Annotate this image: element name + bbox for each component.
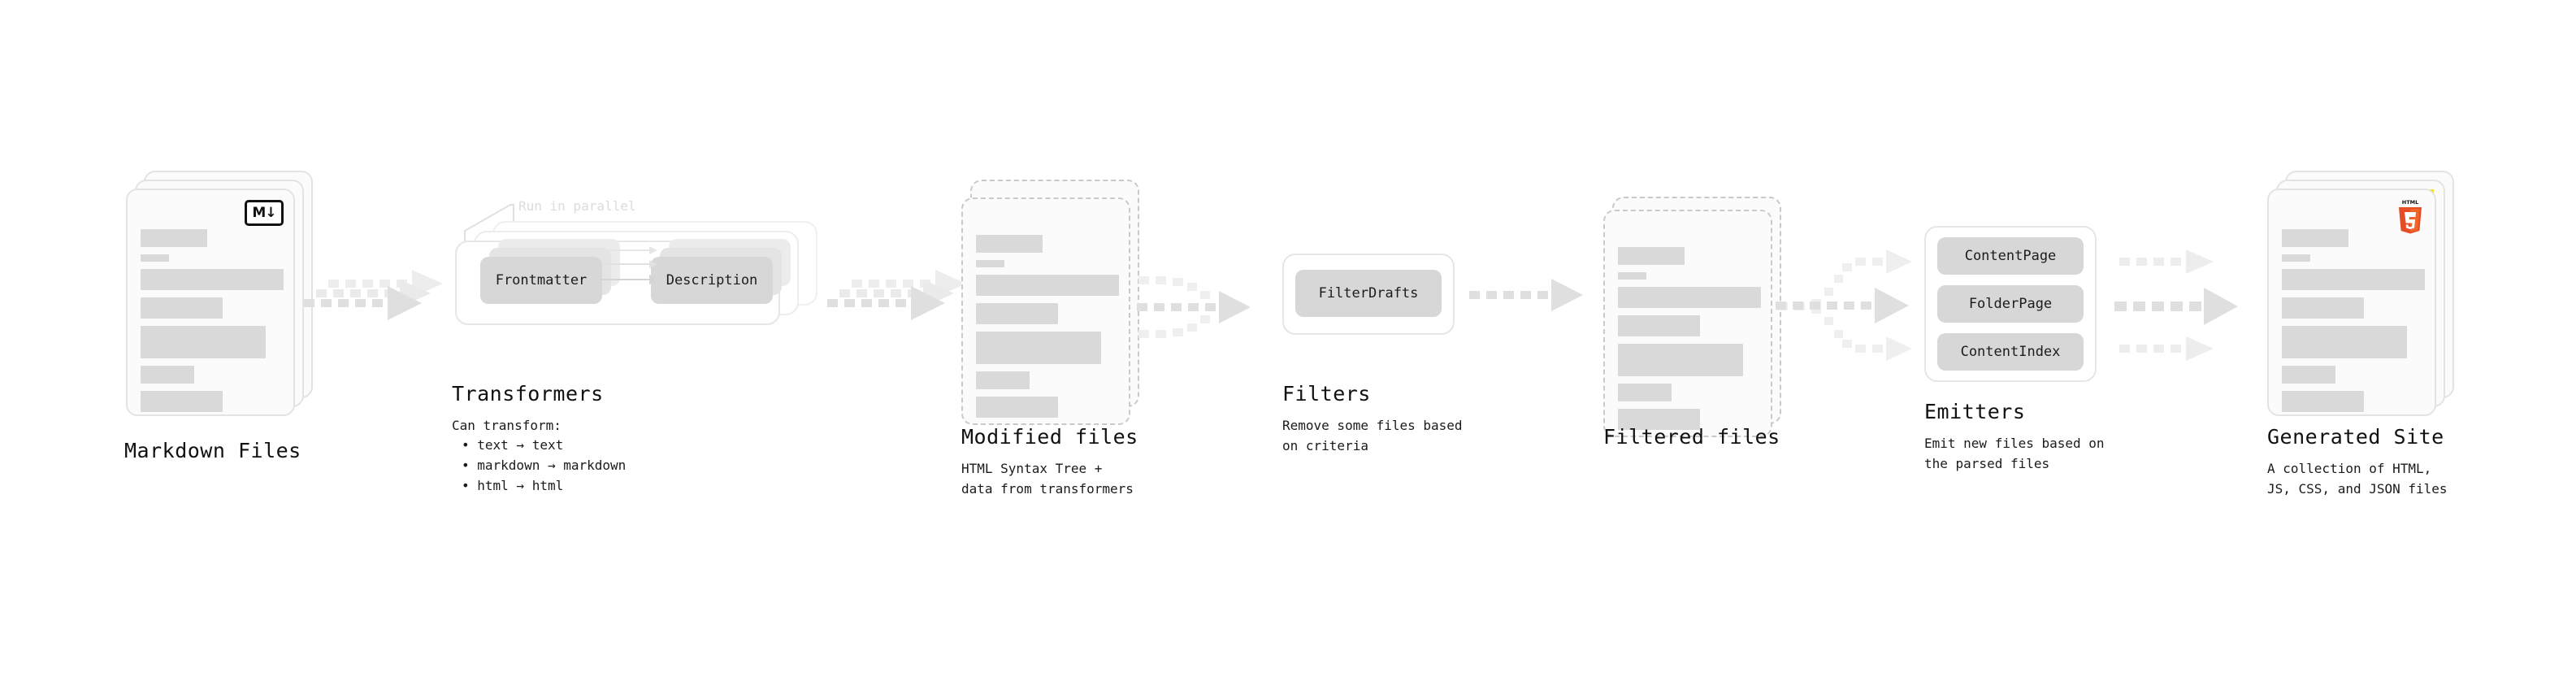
doc-bar xyxy=(141,297,223,319)
doc-bar xyxy=(2282,366,2335,384)
modified-files-description: HTML Syntax Tree + data from transformer… xyxy=(961,461,1134,497)
filters-description: Remove some files based on criteria xyxy=(1282,418,1463,453)
bullet-text: markdown → markdown xyxy=(477,457,627,473)
doc-placeholder-lines xyxy=(976,235,1119,423)
doc-bar xyxy=(976,260,1004,267)
doc-bar xyxy=(1618,287,1761,308)
emitters-description: Emit new files based on the parsed files xyxy=(1924,436,2105,471)
connector-transformers-to-modified xyxy=(827,268,974,349)
filtered-file-front xyxy=(1603,210,1772,437)
doc-placeholder-lines xyxy=(141,229,284,414)
connector-modified-to-filters xyxy=(1137,267,1283,356)
transformers-bullet-0: • text → text xyxy=(462,437,564,453)
doc-bar xyxy=(2282,297,2364,319)
svg-text:HTML: HTML xyxy=(2402,199,2418,206)
doc-bar xyxy=(976,332,1101,364)
generated-file-html: HTML xyxy=(2267,189,2436,416)
doc-bar xyxy=(141,254,169,262)
transformer-inner-arrows xyxy=(596,246,659,284)
doc-bar xyxy=(2282,229,2348,247)
chip-contentindex[interactable]: ContentIndex xyxy=(1937,333,2084,371)
doc-bar xyxy=(976,235,1043,253)
run-in-parallel-leader xyxy=(464,204,514,254)
doc-placeholder-lines xyxy=(1618,247,1761,436)
markdown-icon: M↓ xyxy=(245,200,284,226)
connector-md-to-transformers xyxy=(304,268,450,349)
chip-filterdrafts[interactable]: FilterDrafts xyxy=(1295,270,1442,317)
bullet-text: text → text xyxy=(477,437,564,453)
doc-bar xyxy=(976,371,1030,389)
doc-bar xyxy=(141,366,194,384)
transformers-description: Can transform: xyxy=(452,418,562,433)
doc-bar xyxy=(141,326,266,358)
doc-bar xyxy=(1618,344,1743,376)
doc-bar xyxy=(2282,326,2407,358)
doc-bar xyxy=(1618,315,1700,336)
run-in-parallel-label: Run in parallel xyxy=(518,198,636,214)
doc-bar xyxy=(1618,272,1646,280)
markdown-file-front: M↓ xyxy=(126,189,295,416)
caption-markdown-files: Markdown Files xyxy=(124,439,301,462)
doc-bar xyxy=(976,303,1058,324)
transformers-bullets: • text → text • markdown → markdown • ht… xyxy=(452,436,626,496)
modified-file-front xyxy=(961,197,1130,425)
chip-frontmatter[interactable]: Frontmatter xyxy=(480,257,602,304)
chip-folderpage[interactable]: FolderPage xyxy=(1937,285,2084,323)
doc-bar xyxy=(141,391,223,412)
bullet-text: html → html xyxy=(477,477,564,493)
connector-filters-to-filtered xyxy=(1469,275,1599,323)
doc-bar xyxy=(2282,269,2425,290)
doc-bar xyxy=(2282,391,2364,412)
caption-modified-files: Modified files xyxy=(961,425,1138,449)
transformers-bullet-1: • markdown → markdown xyxy=(462,457,627,473)
caption-transformers: Transformers xyxy=(452,382,604,406)
doc-bar xyxy=(2282,254,2310,262)
doc-bar xyxy=(1618,409,1700,430)
doc-bar xyxy=(976,275,1119,296)
chip-contentpage[interactable]: ContentPage xyxy=(1937,237,2084,275)
doc-bar xyxy=(1618,384,1672,401)
doc-placeholder-lines xyxy=(2282,229,2425,414)
caption-generated-site: Generated Site xyxy=(2267,425,2444,449)
doc-bar xyxy=(141,229,207,247)
chip-description[interactable]: Description xyxy=(651,257,773,304)
generated-site-description: A collection of HTML, JS, CSS, and JSON … xyxy=(2267,461,2448,497)
doc-bar xyxy=(1618,247,1685,265)
caption-emitters: Emitters xyxy=(1924,400,2026,423)
doc-bar xyxy=(141,269,284,290)
doc-bar xyxy=(976,397,1058,418)
connector-filtered-to-emitters xyxy=(1776,236,1922,366)
caption-filters: Filters xyxy=(1282,382,1371,406)
html5-icon: HTML xyxy=(2396,198,2425,234)
transformers-bullet-2: • html → html xyxy=(462,477,564,493)
connector-emitters-to-site xyxy=(2114,236,2261,366)
caption-filtered-files: Filtered files xyxy=(1603,425,1780,449)
